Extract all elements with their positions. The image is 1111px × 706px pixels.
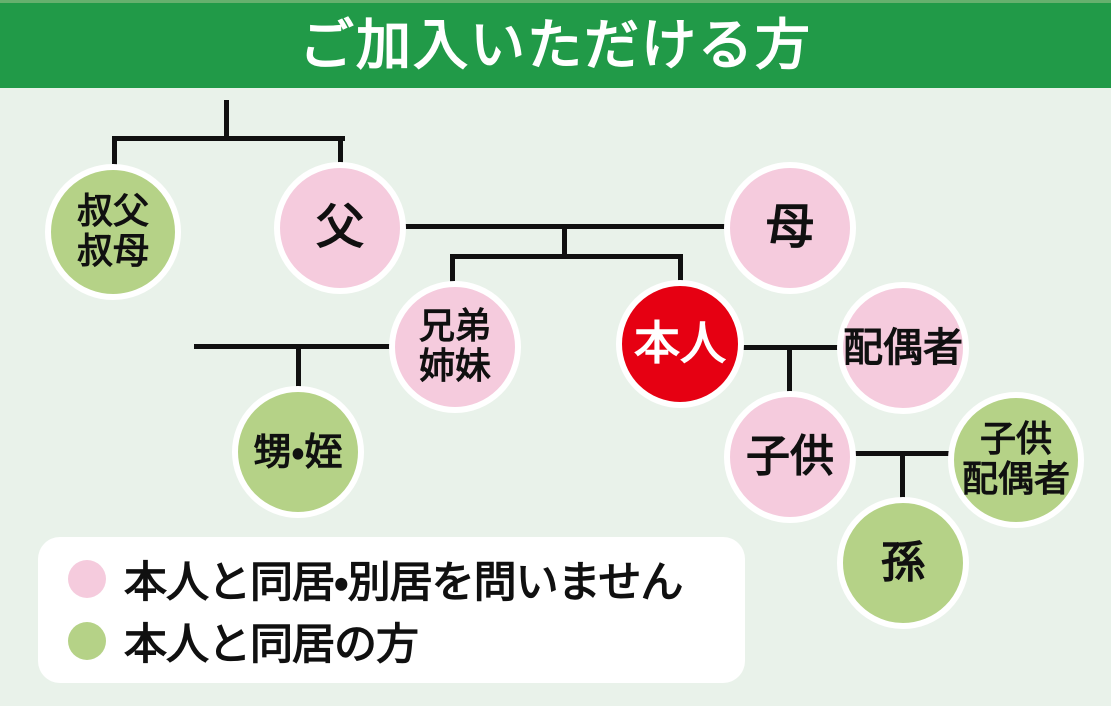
node-siblings-label: 兄弟 姉妹 bbox=[418, 305, 491, 387]
node-father: 父 bbox=[274, 162, 406, 294]
node-mother-label: 母 bbox=[765, 199, 814, 256]
connector-uncle-father-h bbox=[112, 136, 345, 141]
legend: 本人と同居・別居を問いません 本人と同居の方 bbox=[38, 537, 745, 683]
node-spouse: 配偶者 bbox=[837, 282, 969, 414]
connector-father-drop bbox=[338, 136, 343, 168]
node-self-label: 本人 bbox=[634, 316, 726, 371]
connector-child-drop bbox=[787, 345, 792, 397]
connector-uncle-drop bbox=[112, 136, 117, 170]
connector-siblings-drop bbox=[450, 254, 455, 286]
node-nephew-niece: 甥・姪 bbox=[232, 386, 364, 518]
green-swatch-icon bbox=[68, 622, 106, 661]
pink-swatch-icon bbox=[68, 559, 106, 598]
connector-siblings-branch-h bbox=[194, 344, 392, 349]
page-title: ご加入いただける方 bbox=[298, 13, 812, 77]
connector-nephew-drop bbox=[296, 344, 301, 392]
legend-item-green: 本人と同居の方 bbox=[68, 610, 725, 672]
legend-pink-label: 本人と同居・別居を問いません bbox=[124, 557, 683, 608]
node-siblings: 兄弟 姉妹 bbox=[389, 281, 521, 413]
node-uncle-aunt-label: 叔父 叔母 bbox=[76, 190, 149, 272]
legend-green-label: 本人と同居の方 bbox=[124, 620, 419, 671]
node-self: 本人 bbox=[616, 280, 744, 408]
header-bar: ご加入いただける方 bbox=[0, 0, 1111, 88]
node-child-label: 子供 bbox=[746, 431, 834, 483]
connector-parents-mid-drop bbox=[562, 224, 567, 258]
node-spouse-label: 配偶者 bbox=[843, 324, 963, 371]
connector-grandchild-drop bbox=[900, 451, 905, 505]
node-uncle-aunt: 叔父 叔母 bbox=[45, 164, 181, 300]
node-grandchild: 孫 bbox=[837, 497, 969, 629]
node-child: 子供 bbox=[724, 391, 856, 523]
node-child-spouse: 子供 配偶者 bbox=[948, 392, 1084, 528]
node-father-label: 父 bbox=[315, 199, 364, 256]
connector-self-drop bbox=[678, 254, 683, 287]
node-nephew-niece-label: 甥・姪 bbox=[253, 429, 343, 474]
node-grandchild-label: 孫 bbox=[881, 537, 925, 589]
legend-item-pink: 本人と同居・別居を問いません bbox=[68, 548, 725, 610]
connector-ancestor-stub bbox=[224, 100, 229, 140]
node-mother: 母 bbox=[724, 162, 856, 294]
node-child-spouse-label: 子供 配偶者 bbox=[961, 418, 1070, 500]
connector-children-of-parents-h bbox=[450, 254, 683, 259]
